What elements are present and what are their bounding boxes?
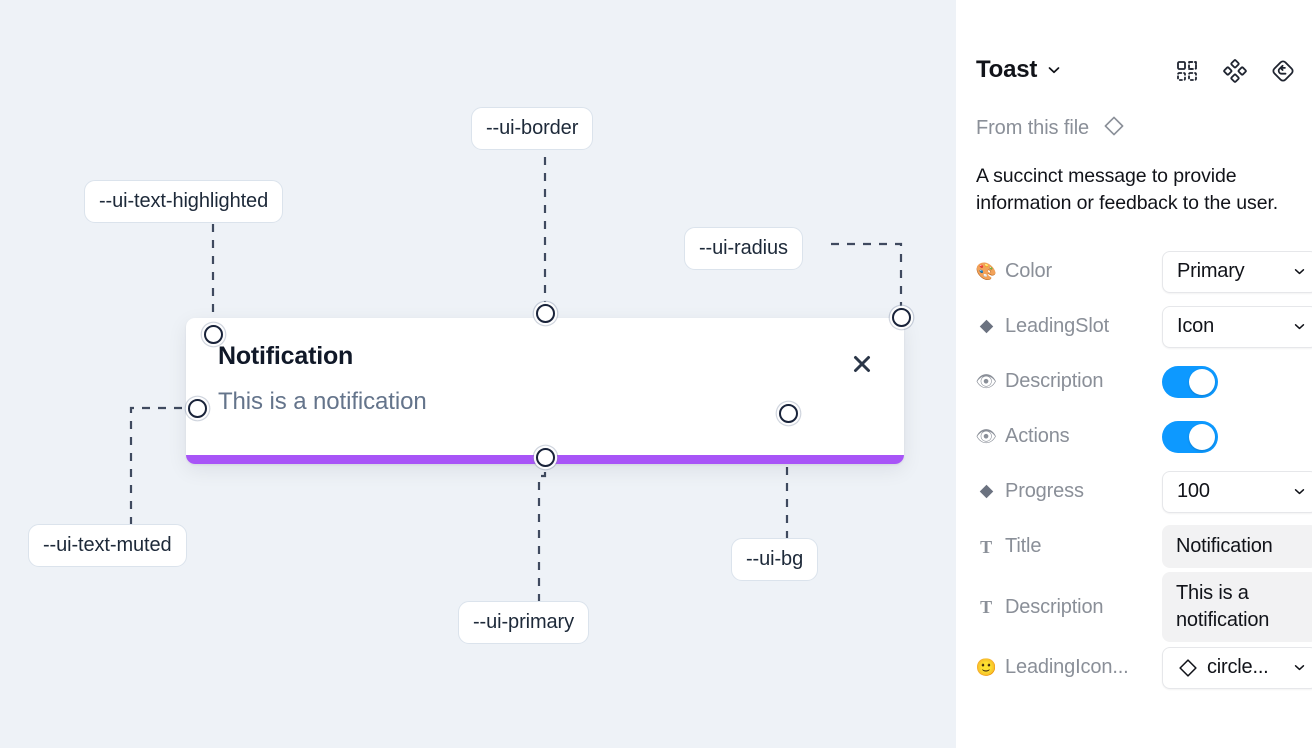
text-property-icon: T (980, 597, 992, 617)
color-select[interactable]: Primary (1162, 250, 1312, 293)
text-property-icon: T (980, 536, 992, 557)
property-label-text: Actions (1005, 425, 1070, 447)
properties-panel: Toast (956, 0, 1312, 748)
progress-select[interactable]: 100 (1162, 470, 1312, 513)
token-label: --ui-radius (699, 237, 788, 259)
property-label-description-text: T Description (976, 596, 1162, 619)
description-text-input[interactable]: This is a notification (1162, 572, 1312, 642)
token-pill-ui-border[interactable]: --ui-border (471, 107, 594, 150)
progress-select-value: 100 (1177, 480, 1210, 502)
property-control-leading-slot: Icon (1162, 305, 1312, 348)
instance-swap-diamond-icon (976, 484, 996, 499)
title-text-value: Notification (1176, 535, 1273, 557)
panel-header-actions (1174, 58, 1296, 84)
property-label-title: T Title (976, 535, 1162, 558)
design-canvas[interactable]: --ui-border --ui-text-highlighted --ui-r… (0, 0, 956, 748)
property-label-color: 🎨 Color (976, 260, 1162, 283)
selection-handle-border[interactable] (536, 304, 555, 323)
token-pill-ui-text-highlighted[interactable]: --ui-text-highlighted (84, 180, 284, 223)
property-control-description-text: This is a notification (1162, 572, 1312, 642)
property-label-leading-slot: LeadingSlot (976, 315, 1162, 338)
property-row-description-toggle: 👁 Description (956, 354, 1312, 409)
chevron-down-icon (1292, 660, 1307, 675)
toggle-knob (1189, 423, 1215, 450)
title-text-input[interactable]: Notification (1162, 525, 1312, 568)
property-label-progress: Progress (976, 480, 1162, 503)
eye-emoji-icon: 👁 (976, 427, 997, 446)
selection-handle-radius[interactable] (892, 308, 911, 327)
token-label: --ui-bg (746, 548, 804, 570)
selection-handle-text-highlighted[interactable] (204, 325, 223, 344)
property-row-leading-icon: 🙂 LeadingIcon... circle... (956, 640, 1312, 695)
leading-icon-select-value: circle... (1207, 656, 1269, 678)
from-this-file-label: From this file (976, 117, 1090, 139)
token-pill-ui-bg[interactable]: --ui-bg (731, 538, 819, 581)
property-label-description-toggle: 👁 Description (976, 370, 1162, 393)
chevron-down-icon (1292, 484, 1307, 499)
chevron-down-icon (1292, 264, 1307, 279)
toast-title: Notification (218, 342, 354, 370)
selection-handle-bg[interactable] (779, 404, 798, 423)
property-control-actions-toggle (1162, 420, 1296, 453)
property-control-progress: 100 (1162, 470, 1312, 513)
description-text-value: This is a notification (1176, 582, 1270, 631)
close-x-icon[interactable] (848, 350, 876, 378)
token-label: --ui-border (486, 117, 579, 139)
property-label-text: Title (1005, 535, 1042, 557)
property-row-title: T Title Notification (956, 519, 1312, 574)
instance-swap-diamond-icon (976, 319, 996, 334)
property-row-description-text: T Description This is a notification (956, 572, 1312, 642)
token-label: --ui-text-highlighted (99, 190, 269, 212)
token-label: --ui-primary (473, 611, 575, 633)
smiley-emoji-icon: 🙂 (976, 658, 997, 677)
from-this-file-row[interactable]: From this file (976, 114, 1126, 143)
property-control-color: Primary (1162, 250, 1312, 293)
leading-slot-select-value: Icon (1177, 315, 1215, 337)
component-name-dropdown[interactable]: Toast (976, 56, 1062, 84)
property-control-description-toggle (1162, 365, 1296, 398)
property-label-text: LeadingIcon... (1005, 656, 1129, 678)
property-label-text: Description (1005, 370, 1104, 392)
reset-instance-icon[interactable] (1270, 58, 1296, 84)
component-description: A succinct message to provide informatio… (976, 165, 1279, 214)
property-row-actions-toggle: 👁 Actions (956, 409, 1312, 464)
token-pill-ui-text-muted[interactable]: --ui-text-muted (28, 524, 187, 567)
leading-slot-select[interactable]: Icon (1162, 305, 1312, 348)
variants-grid-icon[interactable] (1174, 58, 1200, 84)
token-pill-ui-radius[interactable]: --ui-radius (684, 227, 803, 270)
palette-emoji-icon: 🎨 (976, 262, 997, 281)
property-control-leading-icon: circle... (1162, 646, 1312, 689)
property-label-leading-icon: 🙂 LeadingIcon... (976, 656, 1162, 679)
property-row-leading-slot: LeadingSlot Icon (956, 299, 1312, 354)
panel-title-text: Toast (976, 56, 1038, 83)
property-label-text: Description (1005, 595, 1104, 618)
property-label-text: Color (1005, 260, 1053, 282)
leading-icon-select[interactable]: circle... (1162, 646, 1312, 689)
chevron-down-icon (1046, 62, 1062, 78)
token-label: --ui-text-muted (43, 534, 172, 556)
toast-component-preview[interactable]: Notification This is a notification (186, 318, 904, 464)
property-label-actions-toggle: 👁 Actions (976, 425, 1162, 448)
actions-toggle[interactable] (1162, 420, 1218, 453)
toggle-knob (1189, 368, 1215, 395)
color-select-value: Primary (1177, 260, 1245, 282)
property-row-color: 🎨 Color Primary (956, 244, 1312, 299)
property-label-text: Progress (1005, 480, 1084, 502)
property-label-text: LeadingSlot (1005, 315, 1109, 337)
eye-emoji-icon: 👁 (976, 372, 997, 391)
selection-handle-primary[interactable] (536, 448, 555, 467)
toast-description: This is a notification (218, 388, 427, 415)
selection-handle-text-muted[interactable] (188, 399, 207, 418)
description-toggle[interactable] (1162, 365, 1218, 398)
component-diamond-icon (1177, 657, 1199, 679)
property-control-title: Notification (1162, 525, 1312, 568)
chevron-down-icon (1292, 319, 1307, 334)
token-pill-ui-primary[interactable]: --ui-primary (458, 601, 590, 644)
property-list: 🎨 Color Primary (956, 244, 1312, 695)
component-diamonds-icon[interactable] (1222, 58, 1248, 84)
component-diamond-icon (1102, 114, 1126, 143)
panel-header: Toast (956, 0, 1312, 100)
property-row-progress: Progress 100 (956, 464, 1312, 519)
